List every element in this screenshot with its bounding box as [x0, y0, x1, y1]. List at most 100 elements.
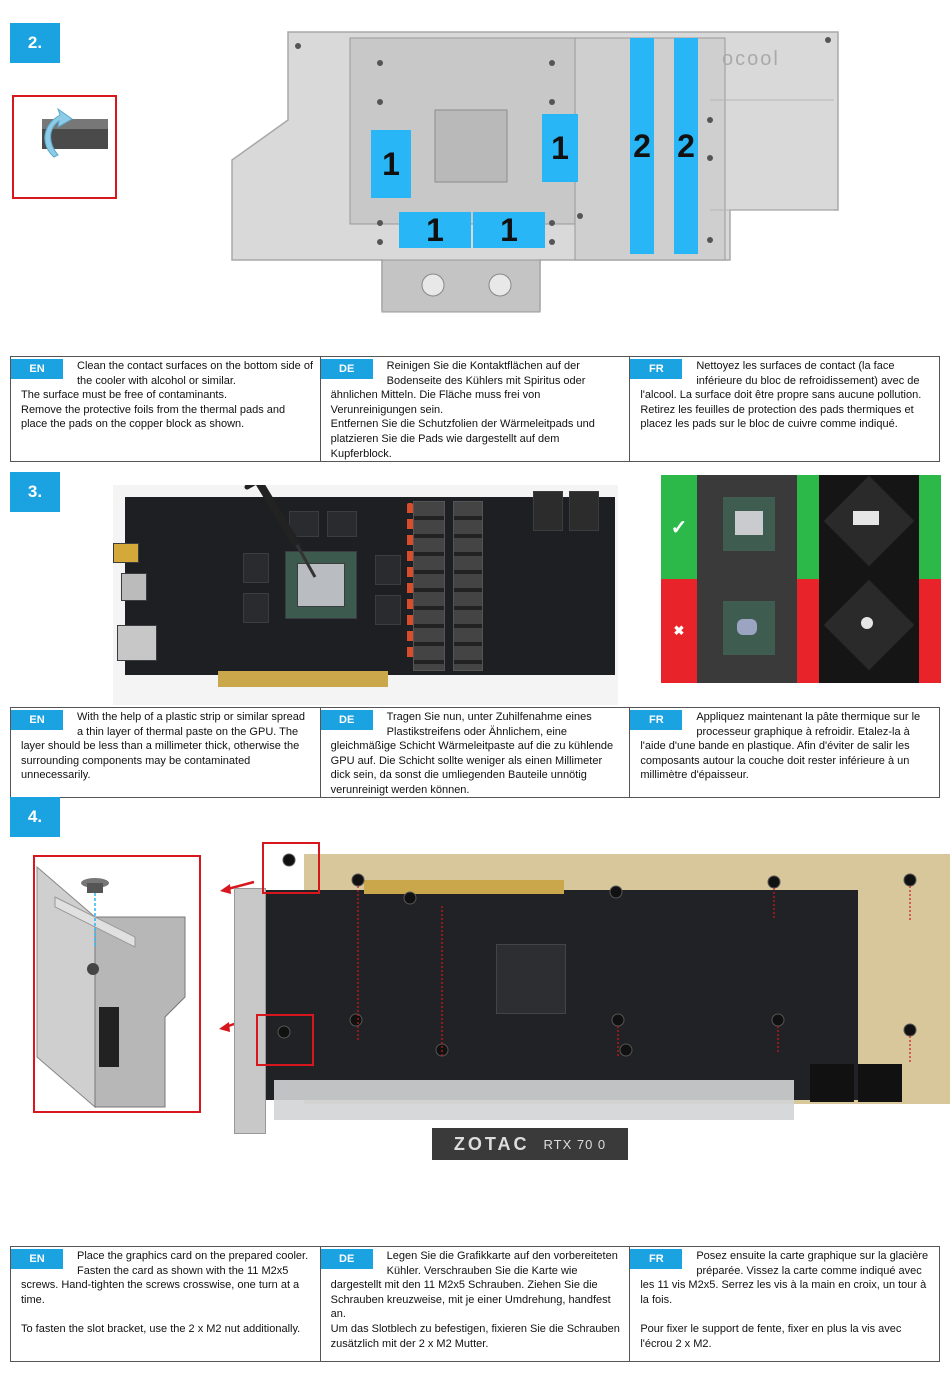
slot-bracket	[234, 888, 266, 1134]
step-2-de-text: Reinigen Sie die Kontaktflächen auf der …	[330, 360, 595, 460]
vrm-chokes	[453, 501, 483, 671]
bad-result-bar-mid	[797, 579, 819, 683]
pcb-thermal-paste-photo	[113, 485, 618, 705]
step-4-de-text: Legen Sie die Grafikkarte auf den vorber…	[330, 1250, 620, 1350]
step-2-en-text: Clean the contact surfaces on the bottom…	[21, 360, 314, 431]
thermal-pad-1a: 1	[371, 130, 411, 198]
peel-foil-inset	[12, 95, 117, 199]
step-4-instructions: EN Place the graphics card on the prepar…	[10, 1246, 940, 1362]
bad-result-bar: ✖	[661, 579, 697, 683]
step-2-number: 2.	[27, 33, 43, 52]
memory-chip	[243, 553, 269, 583]
step-4-fr-text: Posez ensuite la carte graphique sur la …	[640, 1250, 929, 1350]
step-2-instructions: EN Clean the contact surfaces on the bot…	[10, 356, 940, 462]
thermal-pad-2b-label: 2	[677, 127, 695, 164]
good-result-bar-right	[919, 475, 941, 579]
step-3-instructions: EN With the help of a plastic strip or s…	[10, 707, 940, 798]
thermal-pad-2a: 2	[630, 38, 654, 254]
step-3-badge: 3.	[10, 472, 60, 512]
hdmi-port	[113, 543, 139, 563]
step-2-badge: 2.	[10, 23, 60, 63]
cross-icon: ✖	[673, 623, 685, 638]
gpu-backplate-area	[496, 944, 566, 1014]
step-3-de-text: Tragen Sie nun, unter Zuhilfenahme eines…	[330, 711, 614, 796]
card-brand-label: ZOTAC	[453, 1133, 530, 1154]
thermal-pad-1c-label: 1	[426, 211, 444, 248]
lang-tag-en: EN	[11, 359, 63, 379]
step-3-number: 3.	[27, 482, 43, 501]
step-3-de-cell: DE Tragen Sie nun, unter Zuhilfenahme ei…	[320, 708, 631, 797]
capacitor-row	[407, 503, 413, 663]
thermal-pad-1b-label: 1	[551, 129, 569, 166]
slot-bracket-detail-inset	[33, 855, 201, 1113]
card-model-label: RTX 70 0	[543, 1136, 607, 1152]
peel-foil-icon	[42, 107, 108, 158]
thermal-pad-2b: 2	[674, 38, 698, 254]
card-brand-plate: ZOTAC RTX 70 0	[432, 1128, 628, 1160]
lang-tag-fr: FR	[630, 359, 683, 379]
bad-result-bar-right	[919, 579, 941, 683]
power-connector	[810, 1064, 854, 1102]
memory-chip	[327, 511, 357, 537]
cooler-edge	[274, 1080, 794, 1120]
step-4-en-cell: EN Place the graphics card on the prepar…	[11, 1247, 321, 1361]
step-4-en-text: Place the graphics card on the prepared …	[21, 1250, 309, 1335]
step-2-fr-text: Nettoyez les surfaces de contact (la fac…	[640, 360, 922, 431]
pcb-edge-connector	[218, 671, 388, 687]
vrm-chokes	[413, 501, 445, 671]
step-3-fr-text: Appliquez maintenant la pâte thermique s…	[640, 711, 921, 782]
memory-chip	[375, 555, 401, 585]
thermal-pad-1a-label: 1	[382, 145, 400, 182]
step-2-en-cell: EN Clean the contact surfaces on the bot…	[11, 357, 321, 461]
step-2-fr-cell: FR Nettoyez les surfaces de contact (la …	[630, 357, 939, 461]
displayport	[121, 573, 147, 601]
power-connector	[533, 491, 563, 531]
power-connector	[569, 491, 599, 531]
screw	[903, 873, 917, 887]
lang-tag-en: EN	[11, 1249, 63, 1269]
thermal-pad-2a-label: 2	[633, 127, 651, 164]
memory-chip	[375, 595, 401, 625]
pcie-connector	[364, 880, 564, 894]
step-4-de-cell: DE Legen Sie die Grafikkarte auf den vor…	[320, 1247, 631, 1361]
cooler-block-drawing	[231, 31, 839, 313]
cooler-diagram: ocool 1 1 1 1 2 2	[230, 30, 840, 330]
cooler-brand-label: ocool	[722, 48, 780, 70]
memory-chip	[243, 593, 269, 623]
lang-tag-en: EN	[11, 710, 63, 730]
thermal-pad-1d: 1	[473, 212, 545, 248]
screw	[609, 885, 623, 899]
screw	[767, 875, 781, 889]
screw	[403, 891, 417, 905]
bad-result-cooler-photo	[819, 579, 919, 683]
slot-bracket-screw-drawing	[36, 865, 186, 1109]
step-4-fr-cell: FR Posez ensuite la carte graphique sur …	[630, 1247, 939, 1361]
lang-tag-fr: FR	[630, 1249, 683, 1269]
step-2-de-cell: DE Reinigen Sie die Kontaktflächen auf d…	[320, 357, 631, 461]
good-result-bar-mid	[797, 475, 819, 579]
screw	[282, 853, 296, 867]
screw-highlight-bottom	[256, 1014, 314, 1066]
screw	[349, 1013, 363, 1027]
pointer-arrow-top	[220, 880, 255, 894]
screw	[611, 1013, 625, 1027]
thermal-paste-syringe-icon	[244, 485, 317, 578]
paste-quality-comparison: ✓ ✖	[661, 475, 941, 683]
screw	[771, 1013, 785, 1027]
screw	[619, 1043, 633, 1057]
good-result-cooler-photo	[819, 475, 919, 579]
thermal-pad-1c: 1	[399, 212, 471, 248]
lang-tag-fr: FR	[630, 710, 683, 730]
step-3-en-text: With the help of a plastic strip or simi…	[21, 711, 306, 782]
good-result-bar: ✓	[661, 475, 697, 579]
card-mount-photo: ZOTAC RTX 70 0	[234, 840, 950, 1170]
mounting-screws	[277, 853, 917, 1062]
screw-highlight-top	[262, 842, 320, 894]
bad-result-gpu-photo	[697, 579, 797, 683]
usb-c-port	[117, 625, 157, 661]
power-connector	[858, 1064, 902, 1102]
check-icon: ✓	[670, 516, 688, 539]
step-3-fr-cell: FR Appliquez maintenant la pâte thermiqu…	[630, 708, 939, 797]
memory-chip	[289, 511, 319, 537]
screw	[903, 1023, 917, 1037]
